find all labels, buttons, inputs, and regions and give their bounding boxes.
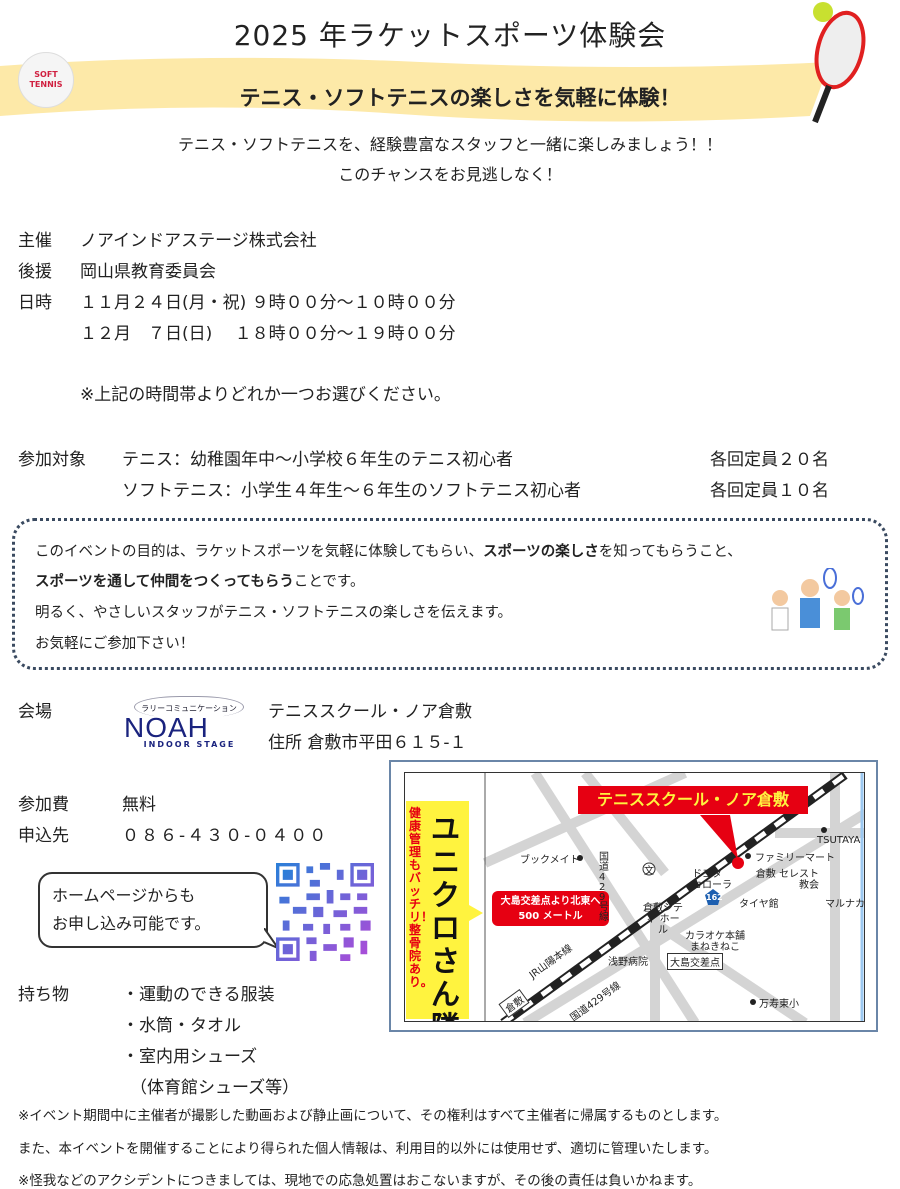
intro-line: テニス・ソフトテニスを、経験豊富なスタッフと一緒に楽しみましょう！！ [177, 135, 722, 154]
purpose-box [12, 518, 888, 670]
map-dot [577, 855, 583, 861]
side-panel-pointer [469, 905, 483, 921]
soft-tennis-ball-logo: SOFT TENNIS [18, 52, 74, 108]
access-map: 健康管理もバッチリ！整骨院あり。 ユニクロさん隣。 テニススクール・ノア倉敷 大… [389, 760, 878, 1032]
date-2: １２月 ７日(日) １８時００分～１９時００分 [80, 324, 456, 344]
map-label: 浅野病院 [608, 957, 648, 968]
map-label: 文 [644, 866, 654, 877]
logo-main-text: NOAH [124, 712, 209, 743]
purpose-line: お気軽にご参加下さい！ [35, 636, 195, 652]
map-roads [482, 773, 864, 1021]
footer-note: ※イベント期間中に主催者が撮影した動画および静止画について、その権利はすべて主催… [18, 1108, 728, 1124]
speech-bubble: ホームページからもお申し込み可能です。 [38, 872, 268, 948]
items-label: 持ち物 [18, 985, 69, 1005]
item: ・運動のできる服装 [122, 985, 275, 1005]
banner-ribbon [0, 57, 830, 122]
map-label: ドヨタ カローラ [692, 869, 732, 891]
map-callout: 大島交差点より北東へ 500 メートル [492, 891, 609, 926]
map-label: TSUTAYA [817, 835, 861, 846]
organizer: ノアインドアステージ株式会社 [80, 231, 317, 251]
map-label: 万寿東小 [759, 999, 799, 1010]
organizer-label: 主催 [18, 231, 52, 251]
date-1: １１月２４日(月・祝) ９時００分～１０時００分 [80, 293, 456, 313]
map-label: マルナカ [825, 899, 865, 910]
intro-line: このチャンスをお見逃しなく！ [338, 165, 562, 184]
item: ・水筒・タオル [122, 1016, 241, 1036]
logo-sub-text: INDOOR STAGE [143, 740, 236, 749]
sponsor: 岡山県教育委員会 [80, 262, 216, 282]
sponsor-label: 後援 [18, 262, 52, 282]
item: （体育館シューズ等） [130, 1078, 300, 1098]
phone-number[interactable]: ０８６-４３０-０４００ [122, 826, 329, 846]
venue-name: テニススクール・ノア倉敷 [268, 702, 472, 722]
target-soft-tennis: ソフトテニス：小学生４年生～６年生のソフトテニス初心者 [122, 481, 581, 501]
date-note: ※上記の時間帯よりどれか一つお選びください。 [80, 385, 451, 405]
map-dot [750, 999, 756, 1005]
logo-top-text: ラリーコミュニケーション [134, 696, 244, 718]
map-dot [745, 853, 751, 859]
venue-label: 会場 [18, 702, 52, 722]
map-label: 倉敷 セレスト教会 [755, 869, 819, 891]
map-label: 倉敷シティ ホール [643, 903, 683, 936]
purpose-line: スポーツを通して仲間をつくってもらうことです。 [35, 574, 365, 590]
purpose-line: このイベントの目的は、ラケットスポーツを気軽に体験してもらい、スポーツの楽しさを… [35, 544, 742, 560]
apply-label: 申込先 [18, 826, 69, 846]
side-small-text: 健康管理もバッチリ！整骨院あり。 [409, 806, 434, 989]
map-title: テニススクール・ノア倉敷 [578, 786, 808, 814]
capacity-tennis: 各回定員２０名 [710, 450, 829, 470]
venue-address: 住所 倉敷市平田６１５-１ [268, 733, 467, 753]
bubble-line: お申し込み可能です。 [52, 914, 211, 933]
footer-note: ※怪我などのアクシデントにつきましては、現地での応急処置はおこないますが、その後… [18, 1173, 702, 1189]
bubble-line: ホームページからも [52, 886, 196, 905]
page-title: 2025 年ラケットスポーツ体験会 [233, 19, 667, 52]
item: ・室内用シューズ [122, 1047, 258, 1067]
callout-line: 大島交差点より北東へ [500, 896, 601, 907]
capacity-soft-tennis: 各回定員１０名 [710, 481, 829, 501]
target-tennis: テニス：幼稚園年中～小学校６年生のテニス初心者 [122, 450, 513, 470]
noah-logo: ラリーコミュニケーション NOAH INDOOR STAGE [122, 694, 257, 752]
fee-value: 無料 [122, 795, 156, 815]
purpose-line: 明るく、やさしいスタッフがテニス・ソフトテニスの楽しさを伝えます。 [35, 605, 513, 621]
map-side-panel [406, 801, 469, 1019]
racket-icon [812, 2, 866, 124]
map-label: 大島交差点 [667, 953, 723, 970]
target-label: 参加対象 [18, 450, 86, 470]
map-label: カラオケ本舗 まねきねこ [685, 931, 745, 953]
date-label: 日時 [18, 293, 52, 313]
fee-label: 参加費 [18, 795, 69, 815]
map-label: ファミリーマート [755, 853, 835, 864]
map-label: ブックメイト [520, 855, 580, 866]
side-big-text: ユニクロさん隣。 [431, 812, 489, 1022]
qr-code[interactable] [276, 863, 374, 961]
callout-line: 500 メートル [518, 911, 583, 922]
footer-note: また、本イベントを開催することにより得られた個人情報は、利用目的以外には使用せず… [18, 1141, 718, 1157]
map-area: 健康管理もバッチリ！整骨院あり。 ユニクロさん隣。 テニススクール・ノア倉敷 大… [404, 772, 865, 1022]
map-label: 国道429号線 [599, 852, 609, 923]
kids-illustration [771, 568, 864, 631]
map-label: タイヤ館 [739, 899, 779, 910]
route-162-sign: 162 [706, 893, 723, 902]
map-dot [821, 827, 827, 833]
subtitle: テニス・ソフトテニスの楽しさを気軽に体験！ [239, 86, 681, 110]
